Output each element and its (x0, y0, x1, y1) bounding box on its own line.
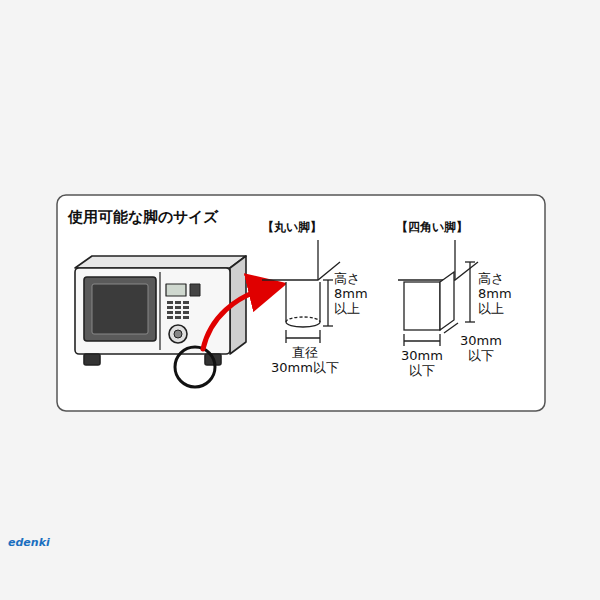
button (175, 301, 181, 304)
button (175, 311, 181, 314)
dimension-label: 高さ 8mm 以上 (478, 272, 522, 317)
round-leg (262, 240, 340, 343)
button (167, 311, 173, 314)
foot-highlight (175, 347, 215, 387)
button (183, 301, 189, 304)
button (183, 306, 189, 309)
button (167, 316, 173, 319)
dimension-label: 30mm 以下 (393, 349, 451, 379)
panel (57, 195, 545, 411)
button (175, 316, 181, 319)
button (183, 311, 189, 314)
button (167, 306, 173, 309)
section-label: 【丸い脚】 (262, 221, 322, 235)
square-leg (398, 240, 478, 346)
section-label: 【四角い脚】 (396, 221, 468, 235)
dimension-label: 30mm 以下 (452, 334, 510, 364)
microwave-buttons (167, 301, 189, 319)
dimension-label: 直径 30mm以下 (263, 346, 347, 376)
watermark: edenki (8, 537, 50, 550)
dimension-label: 高さ 8mm 以上 (334, 272, 378, 317)
microwave (75, 256, 246, 365)
button (183, 316, 189, 319)
button (167, 301, 173, 304)
button (175, 306, 181, 309)
title: 使用可能な脚のサイズ (68, 209, 218, 226)
red-arrow (203, 288, 268, 349)
